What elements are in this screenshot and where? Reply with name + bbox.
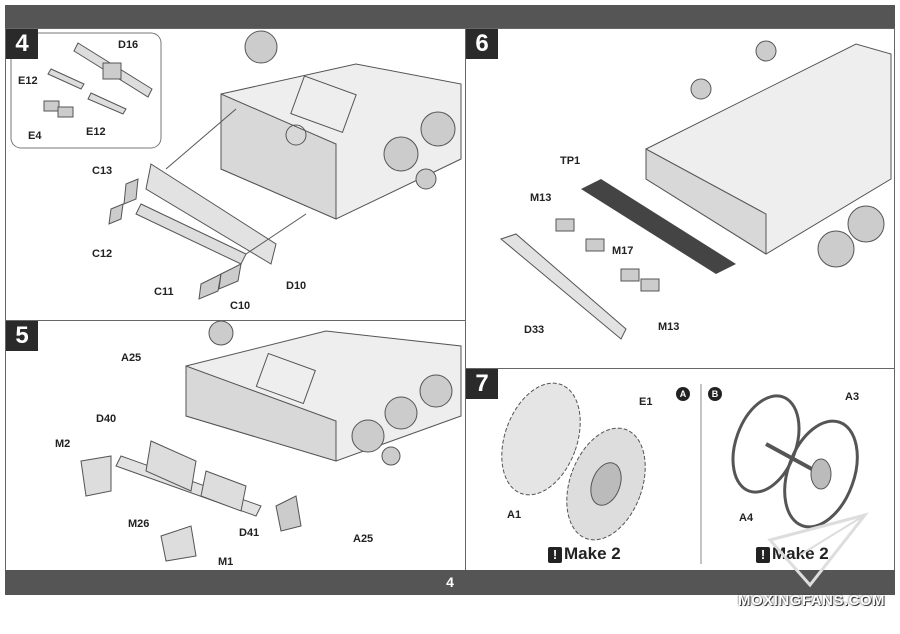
part-label: A4 xyxy=(739,512,754,524)
make-count: Make 2 xyxy=(564,544,621,563)
step-number: 6 xyxy=(466,29,498,59)
step-number: 5 xyxy=(6,321,38,351)
step-7-illustration xyxy=(501,382,859,564)
step-4-panel: 4 D16 E12 E12 E4 C13 C12 C11 C10 D10 xyxy=(5,28,466,321)
part-label: E1 xyxy=(639,396,653,408)
header-bar xyxy=(5,5,895,28)
make-2-note-b: !Make 2 xyxy=(756,544,829,564)
step-5-panel: 5 A25 D40 M2 M26 D41 A25 M1 xyxy=(5,320,466,571)
part-label: D10 xyxy=(286,280,307,292)
step-7-panel: 7 A B E1 A1 A3 A4 !Make 2 !Make 2 xyxy=(465,368,895,571)
part-label: C13 xyxy=(92,165,113,177)
part-label: E12 xyxy=(18,75,38,87)
step-6-illustration xyxy=(499,40,892,340)
part-label: M2 xyxy=(55,438,71,450)
part-label: TP1 xyxy=(560,155,581,167)
step-4-illustration xyxy=(10,30,462,300)
part-label: M1 xyxy=(218,556,234,568)
part-label: A25 xyxy=(353,533,374,545)
variant-a-badge: A xyxy=(676,387,690,401)
step-6-panel: 6 TP1 M13 M17 M13 D33 xyxy=(465,28,895,369)
part-label: M17 xyxy=(612,245,634,257)
part-label: C10 xyxy=(230,300,251,312)
part-label: A1 xyxy=(507,509,522,521)
part-label: E12 xyxy=(86,126,106,138)
step-5-illustration xyxy=(80,321,462,562)
make-2-note-a: !Make 2 xyxy=(548,544,621,564)
part-label: C12 xyxy=(92,248,113,260)
variant-b-badge: B xyxy=(708,387,722,401)
make-count: Make 2 xyxy=(772,544,829,563)
part-label: D16 xyxy=(118,39,139,51)
part-label: D40 xyxy=(96,413,117,425)
part-label: A25 xyxy=(121,352,142,364)
part-label: E4 xyxy=(28,130,42,142)
part-label: M26 xyxy=(128,518,150,530)
step-number: 7 xyxy=(466,369,498,399)
part-label: A3 xyxy=(845,391,860,403)
footer-bar: 4 xyxy=(5,570,895,595)
page-number: 4 xyxy=(446,574,454,590)
part-label: C11 xyxy=(154,286,174,298)
part-label: D41 xyxy=(239,527,260,539)
part-label: D33 xyxy=(524,324,545,336)
part-label: M13 xyxy=(658,321,680,333)
part-label: M13 xyxy=(530,192,552,204)
step-number: 4 xyxy=(6,29,38,59)
warning-icon: ! xyxy=(756,547,770,563)
watermark: MOXINGFANS.COM xyxy=(738,592,886,609)
warning-icon: ! xyxy=(548,547,562,563)
